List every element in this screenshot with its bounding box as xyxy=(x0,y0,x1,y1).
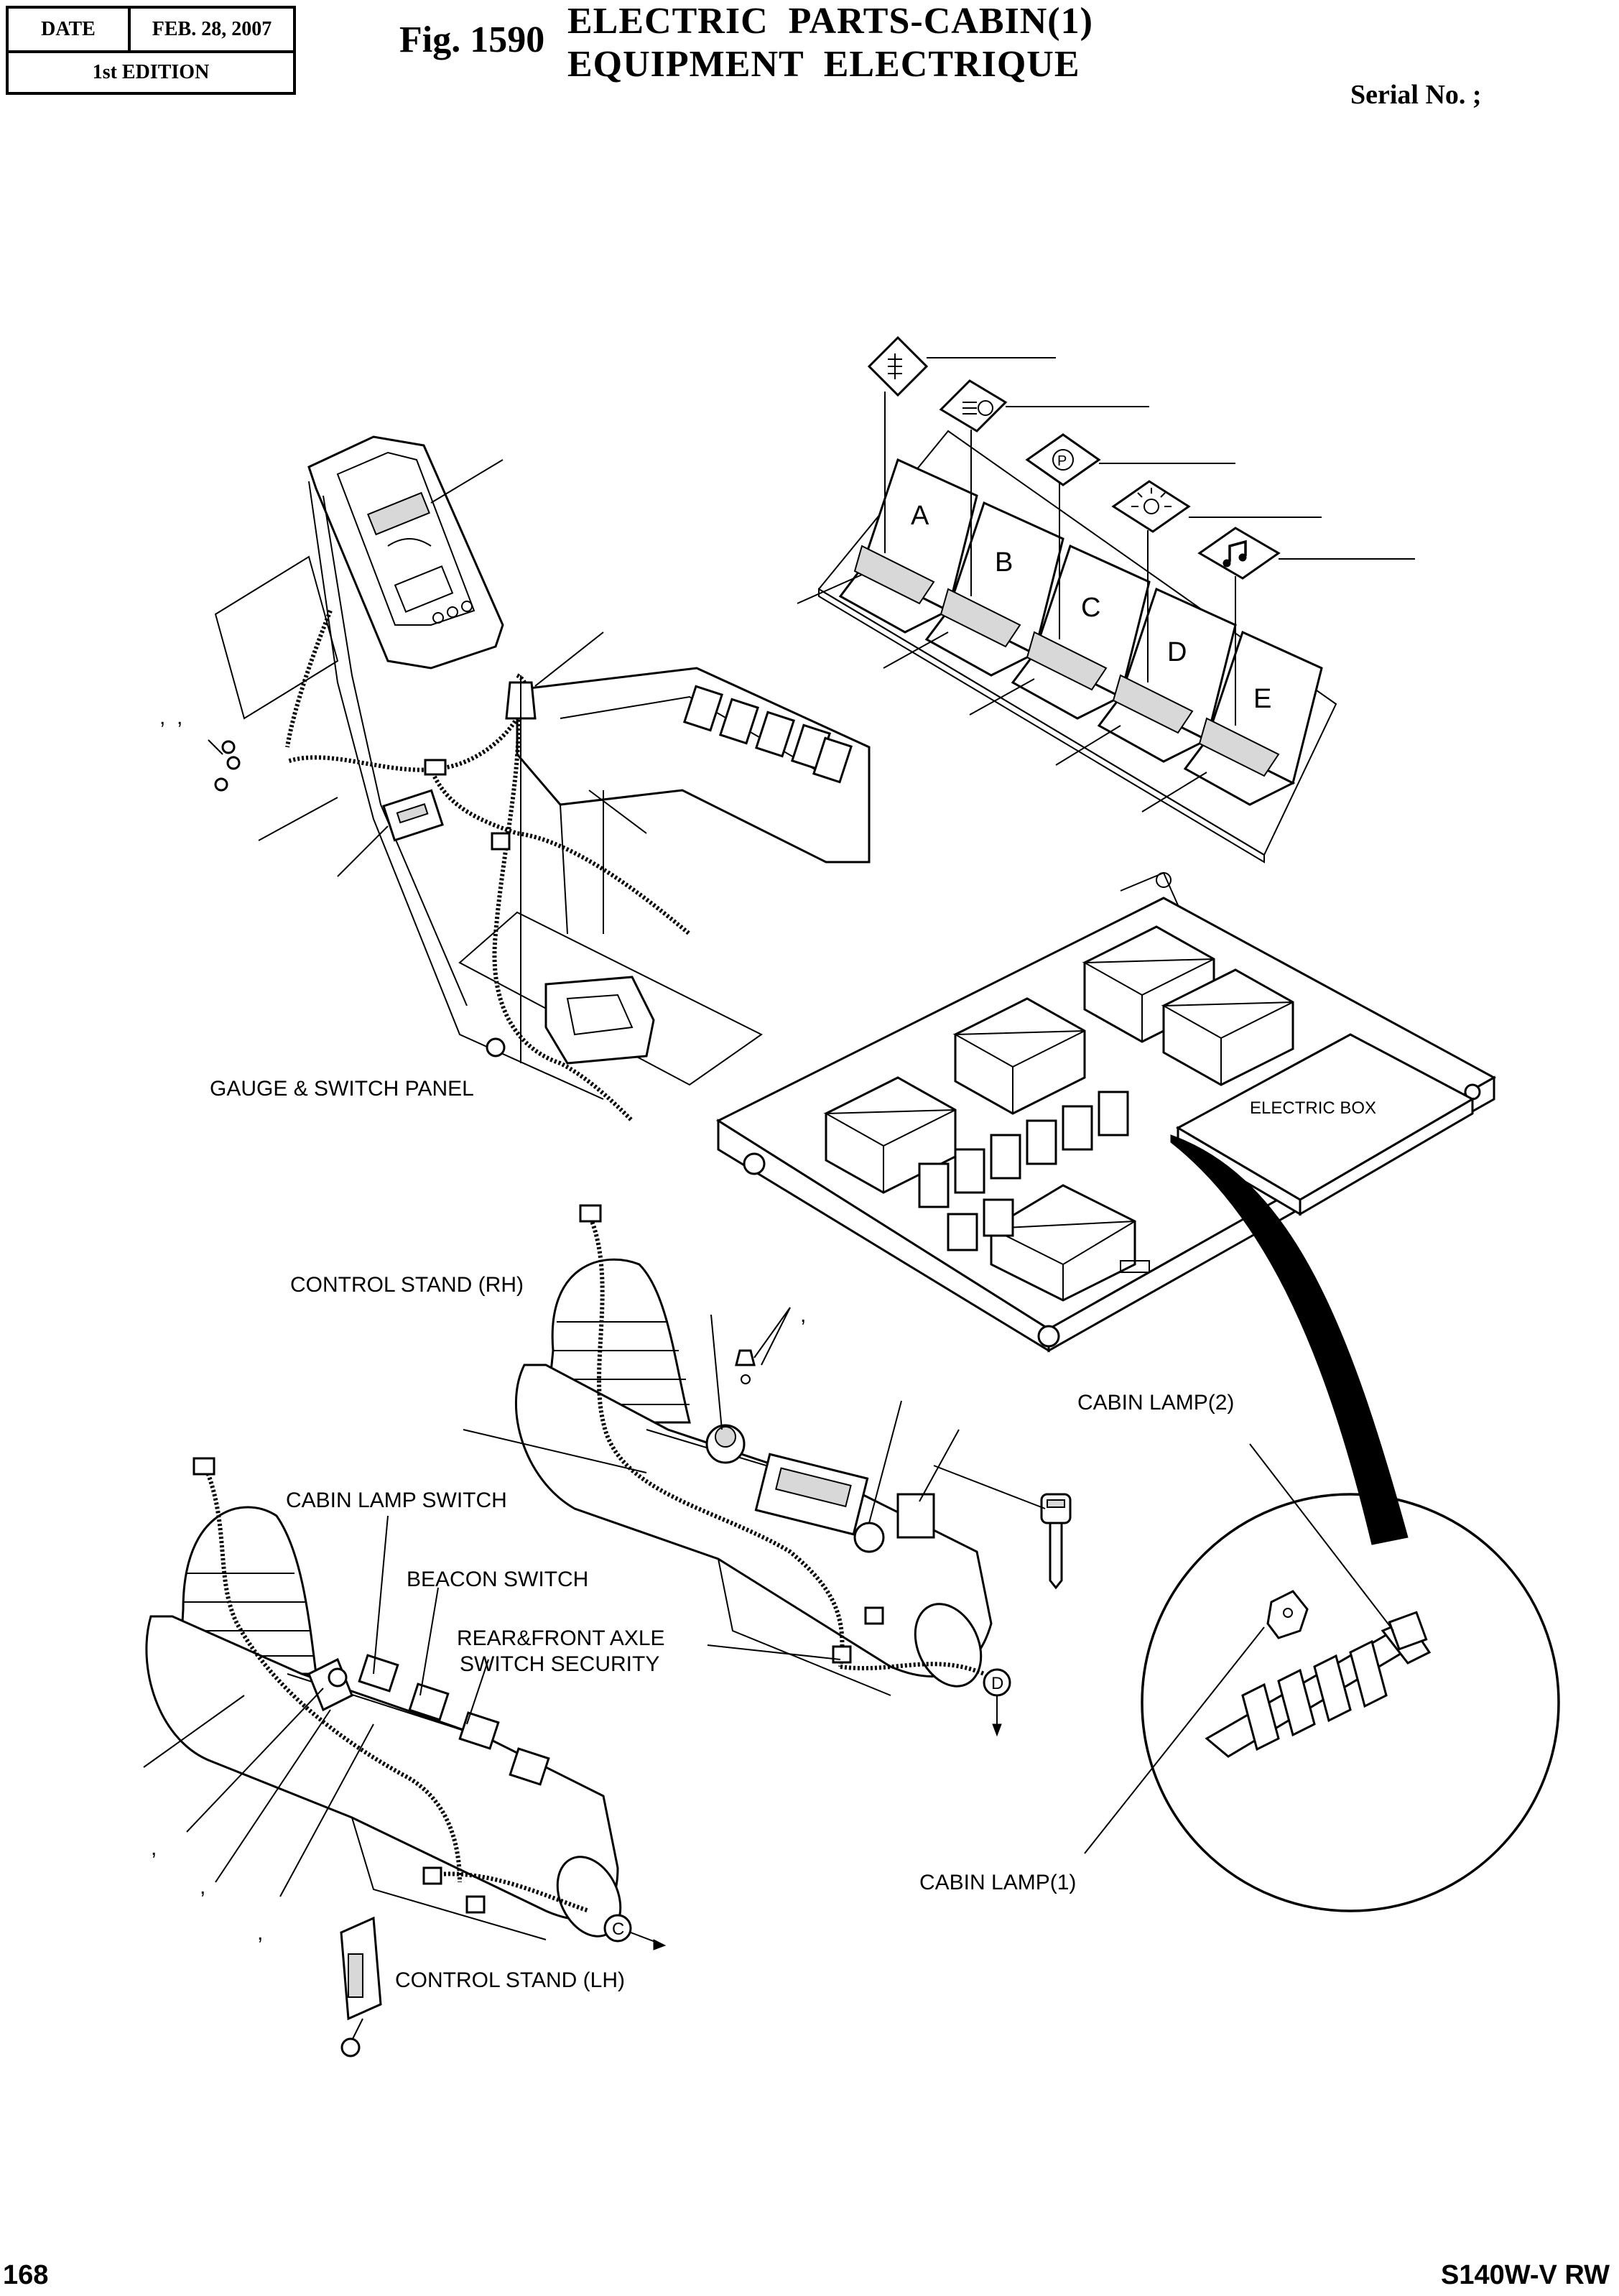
connector-c-letter: C xyxy=(612,1920,624,1939)
rocker-switch-b xyxy=(924,501,1064,677)
title-line-2: EQUIPMENT ELECTRIQUE xyxy=(567,44,1080,85)
connector-d-letter: D xyxy=(991,1674,1003,1693)
control-stand-rh-label: CONTROL STAND (RH) xyxy=(290,1273,524,1297)
control-stand-rh: D xyxy=(463,1204,1072,1737)
connector-d-icon: D xyxy=(983,1668,1011,1737)
switch-symbol-tiles: P xyxy=(867,335,1415,726)
callout-comma: , xyxy=(200,1875,205,1899)
date-label: DATE xyxy=(9,9,131,53)
control-stand-lh-label: CONTROL STAND (LH) xyxy=(395,1968,625,1992)
work-light-icon xyxy=(1111,480,1322,682)
screw-icon xyxy=(208,739,241,792)
rocker-switch-a xyxy=(838,458,978,634)
switch-letter-b: B xyxy=(995,547,1013,578)
figure-number: Fig. 1590 xyxy=(399,19,545,60)
relay-5 xyxy=(988,1184,1150,1302)
model-number: S140W-V RW xyxy=(1441,2260,1610,2290)
console-mini-switches xyxy=(683,685,853,784)
beacon-switch-label: BEACON SWITCH xyxy=(407,1568,588,1591)
switch-letter-a: A xyxy=(911,501,929,531)
horn-icon xyxy=(1197,527,1415,726)
axle-switch-label-line-2: SWITCH SECURITY xyxy=(460,1652,659,1676)
switch-letter-d: D xyxy=(1167,637,1187,667)
gauge-switch-panel-label: GAUGE & SWITCH PANEL xyxy=(210,1077,474,1101)
cabin-lamp-switch-label: CABIN LAMP SWITCH xyxy=(286,1489,507,1512)
relay-4 xyxy=(1161,968,1294,1086)
key-icon xyxy=(933,1465,1072,1590)
parking-brake-icon: P xyxy=(1025,433,1235,639)
rocker-switch-d xyxy=(1097,587,1237,763)
electric-box-controller xyxy=(1175,1033,1475,1216)
date-value: FEB. 28, 2007 xyxy=(131,9,293,53)
callout-comma: , xyxy=(151,1836,157,1860)
callout-comma: , xyxy=(800,1303,806,1327)
switch-letter-e: E xyxy=(1253,684,1271,714)
callout-comma: , xyxy=(177,705,182,729)
axle-switch-label-line-1: REAR&FRONT AXLE xyxy=(457,1626,665,1650)
gauge-switch-panel xyxy=(208,435,871,1123)
switch-letter-c: C xyxy=(1081,593,1100,623)
page-number: 168 xyxy=(3,2260,49,2290)
fuse-blocks xyxy=(918,1091,1129,1251)
cabin-lamp-2-label: CABIN LAMP(2) xyxy=(1077,1391,1234,1415)
edition-label: 1st EDITION xyxy=(92,61,210,83)
control-stand-lh: C xyxy=(143,1457,667,2057)
callout-comma: , xyxy=(257,1921,263,1945)
rear-defroster-icon xyxy=(867,335,1056,553)
headlight-icon xyxy=(939,379,1149,596)
cabin-lamp-1-label: CABIN LAMP(1) xyxy=(919,1871,1076,1894)
svg-text:P: P xyxy=(1057,453,1067,469)
callout-comma: , xyxy=(159,705,165,729)
electric-box-label: ELECTRIC BOX xyxy=(1250,1098,1376,1118)
cabin-lamp-detail xyxy=(1084,1443,1560,1912)
limit-switch xyxy=(340,1916,382,2057)
date-edition-box: DATE FEB. 28, 2007 1st EDITION xyxy=(6,6,296,95)
connector-c-icon: C xyxy=(603,1914,667,1950)
page-title: ELECTRIC PARTS-CABIN(1) EQUIPMENT ELECTR… xyxy=(567,0,1093,86)
relay-2 xyxy=(952,997,1086,1115)
rocker-switch-assembly: A B C D E xyxy=(797,430,1337,864)
serial-number: Serial No. ; xyxy=(1350,80,1482,110)
title-line-1: ELECTRIC PARTS-CABIN(1) xyxy=(567,1,1093,42)
electric-box: ELECTRIC BOX xyxy=(715,871,1497,1545)
